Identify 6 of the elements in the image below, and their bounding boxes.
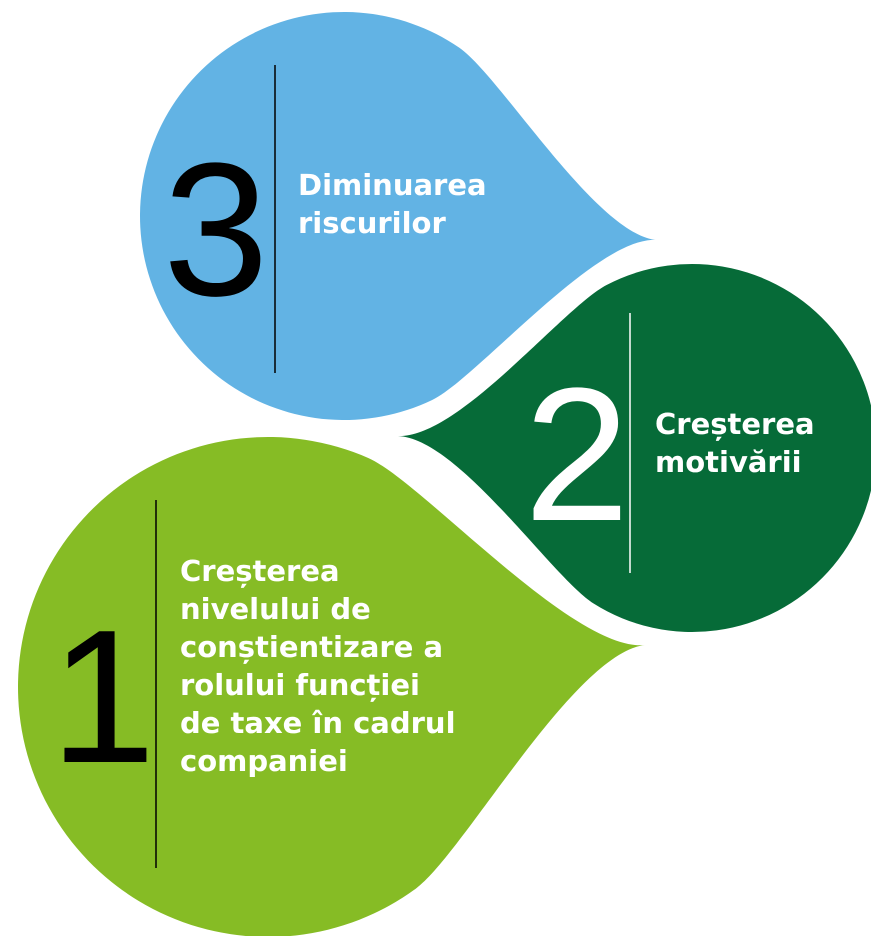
step-label: Creșterea motivării [655,406,816,481]
step-number: 1 [50,602,156,792]
step-number: 3 [163,135,269,325]
step-number: 2 [524,360,630,550]
step-label: Diminuarea riscurilor [298,167,488,242]
step-label: Creșterea nivelului de conștientizare a rolului funcției de taxe în cadrul companiei [180,553,457,780]
